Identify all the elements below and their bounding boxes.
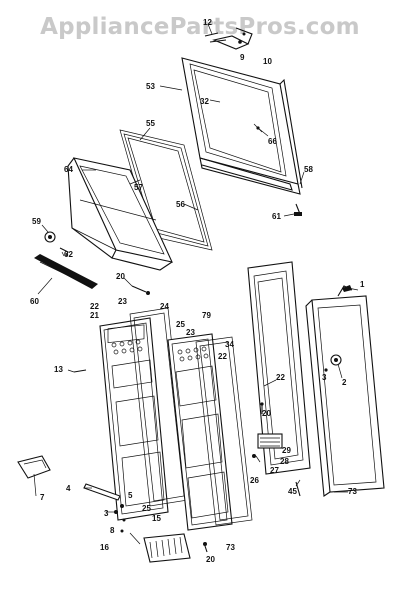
callout-10: 10 [263,57,272,66]
callout-29: 29 [282,446,291,455]
callout-20-right: 20 [262,409,271,418]
watermark: AppliancePartsPros.com [40,14,360,40]
callout-12: 12 [203,18,212,27]
callout-32: 32 [200,97,209,106]
callout-27: 27 [270,466,279,475]
callout-57: 57 [134,183,143,192]
callout-25-lower: 25 [142,504,151,513]
callout-8: 8 [110,526,115,535]
callout-1: 1 [360,280,365,289]
callout-20-lower: 20 [206,555,215,564]
callout-66: 66 [268,137,277,146]
callout-9: 9 [240,53,245,62]
hinge-screws [73,369,126,533]
kickplate-grille [143,533,191,563]
door-rail [83,483,121,501]
freezer-door-liner [67,157,173,271]
callout-2: 2 [342,378,347,387]
callout-20-upper: 20 [116,272,125,281]
lower-hinge-parts [252,402,301,497]
callout-labels: 12 9 10 53 32 66 55 64 57 56 58 61 59 62… [30,18,365,564]
callout-16: 16 [100,543,109,552]
callout-21: 21 [90,311,99,320]
control-knob [44,231,56,243]
callout-62: 62 [64,250,73,259]
callout-25-upper: 25 [176,320,185,329]
top-hinge-assembly [204,27,253,50]
callout-55: 55 [146,119,155,128]
callout-13: 13 [54,365,63,374]
callout-22-upper-left: 22 [90,302,99,311]
callout-4: 4 [66,484,71,493]
callout-15: 15 [152,514,161,523]
callout-3-left: 3 [104,509,109,518]
left-door-liner [99,317,169,521]
callout-34: 34 [225,340,234,349]
callout-56: 56 [176,200,185,209]
callout-58: 58 [304,165,313,174]
callout-64: 64 [64,165,73,174]
callout-73-right: 73 [348,487,357,496]
screw [131,285,150,295]
callout-24-upper-left: 24 [160,302,169,311]
leader-lines [33,23,359,545]
fresh-food-gasket [247,261,311,475]
callout-7: 7 [40,493,45,502]
callout-22-center: 22 [218,352,227,361]
callout-23-center: 23 [186,328,195,337]
callout-59: 59 [32,217,41,226]
callout-22-right: 22 [276,373,285,382]
egg-rack [111,339,143,355]
callout-3-right: 3 [322,373,327,382]
freezer-door-frame [181,57,303,195]
center-door-liner [167,333,233,531]
clip [59,247,69,257]
fresh-food-outer-door [305,285,385,497]
hinge-pin [294,203,302,216]
center-door-gasket [195,336,253,526]
callout-5: 5 [128,491,133,500]
callout-61: 61 [272,212,281,221]
callout-23-upper-left: 23 [118,297,127,306]
callout-26: 26 [250,476,259,485]
callout-60: 60 [30,297,39,306]
callout-79: 79 [202,311,211,320]
callout-53: 53 [146,82,155,91]
door-bar [34,254,98,289]
callout-73-center: 73 [226,543,235,552]
grille-screw [203,542,208,553]
callout-28: 28 [280,457,289,466]
butter-dish [17,455,51,479]
callout-45: 45 [288,487,297,496]
